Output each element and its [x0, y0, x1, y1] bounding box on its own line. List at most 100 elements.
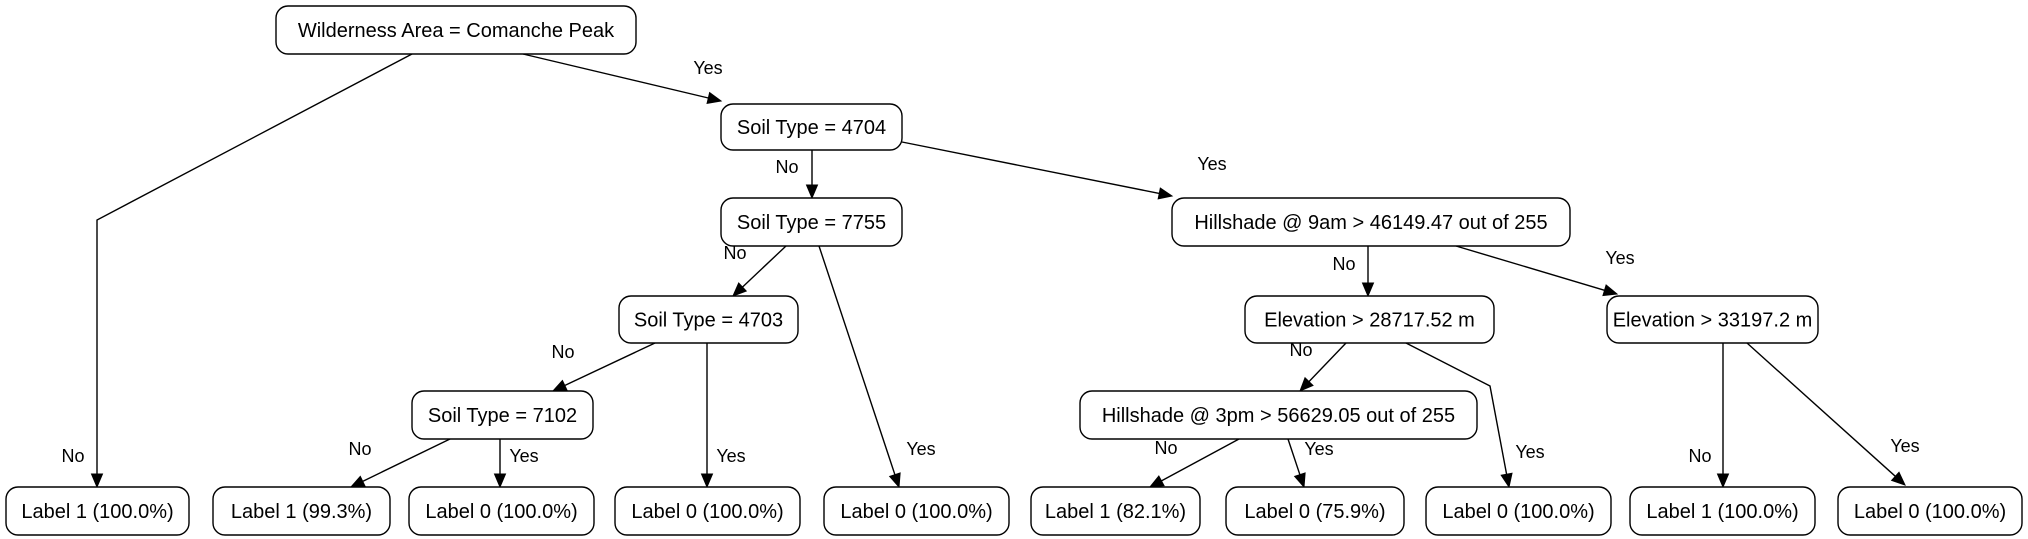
arrowhead	[90, 473, 104, 489]
node-label: Label 1 (82.1%)	[1045, 501, 1186, 523]
edge-label: No	[551, 342, 574, 362]
edge-label: Yes	[509, 446, 538, 466]
node-box	[1606, 295, 1819, 344]
edge-soil4703-to-leaf4: Yes	[700, 343, 746, 489]
edge-label: No	[1688, 446, 1711, 466]
node-label: Elevation > 28717.52 m	[1264, 310, 1475, 332]
decision-node-root: Wilderness Area = Comanche Peak	[275, 5, 637, 55]
node-box	[1425, 486, 1612, 536]
leaf-node-leaf8: Label 0 (100.0%)	[1425, 486, 1612, 536]
arrowhead	[805, 184, 819, 200]
edge-root-to-soil4704: Yes	[522, 53, 723, 104]
node-label: Label 1 (100.0%)	[1646, 501, 1798, 523]
arrowhead	[700, 473, 714, 489]
leaf-node-leaf1: Label 1 (100.0%)	[5, 486, 190, 536]
leaf-node-leaf3: Label 0 (100.0%)	[408, 486, 595, 536]
node-box	[408, 486, 595, 536]
edge-line	[1161, 438, 1240, 482]
edge-line	[1287, 438, 1301, 475]
edge-label: Yes	[1605, 248, 1634, 268]
node-box	[614, 486, 801, 536]
decision-node-hill3pm: Hillshade @ 3pm > 56629.05 out of 255	[1079, 390, 1478, 440]
decision-node-elev33197: Elevation > 33197.2 m	[1606, 295, 1819, 344]
arrowhead	[551, 379, 568, 392]
node-box	[1629, 486, 1816, 536]
node-box	[275, 5, 637, 55]
edge-label: No	[775, 157, 798, 177]
node-box	[1837, 486, 2023, 536]
edge-line	[1746, 342, 1896, 477]
node-label: Label 0 (100.0%)	[1442, 501, 1594, 523]
edge-label: Yes	[1890, 436, 1919, 456]
edge-line	[1308, 342, 1347, 383]
arrowhead	[1602, 284, 1619, 297]
node-box	[1030, 486, 1201, 536]
node-label: Label 0 (100.0%)	[425, 501, 577, 523]
edge-label: No	[1154, 438, 1177, 458]
edge-line	[1455, 245, 1605, 291]
node-label: Hillshade @ 3pm > 56629.05 out of 255	[1102, 405, 1455, 427]
edge-line	[564, 342, 656, 387]
decision-node-soil7755: Soil Type = 7755	[720, 197, 903, 247]
edge-elev28717-to-leaf8: Yes	[1405, 342, 1545, 489]
decision-node-soil4703: Soil Type = 4703	[618, 295, 799, 344]
edge-soil7102-to-leaf2: No	[348, 438, 451, 488]
edge-label: Yes	[1515, 442, 1544, 462]
arrowhead	[888, 472, 901, 489]
node-box	[720, 103, 903, 151]
edge-label: Yes	[1304, 439, 1333, 459]
edge-label: No	[723, 243, 746, 263]
node-box	[1244, 295, 1495, 344]
node-label: Soil Type = 7755	[737, 212, 886, 234]
leaf-node-leaf2: Label 1 (99.3%)	[212, 486, 391, 536]
arrowhead	[1716, 473, 1730, 489]
edge-line	[741, 245, 787, 288]
leaf-node-leaf6: Label 1 (82.1%)	[1030, 486, 1201, 536]
node-box	[823, 486, 1010, 536]
edge-label: Yes	[716, 446, 745, 466]
edge-soil4704-to-hill9am: Yes	[901, 141, 1227, 200]
node-box	[1171, 197, 1571, 247]
arrowhead	[1299, 376, 1314, 392]
node-label: Wilderness Area = Comanche Peak	[298, 20, 615, 42]
leaf-node-leaf10: Label 0 (100.0%)	[1837, 486, 2023, 536]
arrowhead	[1500, 472, 1513, 489]
decision-node-soil4704: Soil Type = 4704	[720, 103, 903, 151]
arrowhead	[1148, 475, 1165, 488]
node-label: Soil Type = 7102	[428, 405, 577, 427]
edge-hill9am-to-elev28717: No	[1332, 246, 1375, 298]
edge-hill9am-to-elev33197: Yes	[1455, 245, 1635, 297]
edge-hill3pm-to-leaf6: No	[1148, 438, 1240, 488]
node-label: Label 0 (100.0%)	[631, 501, 783, 523]
arrowhead	[1157, 187, 1174, 200]
node-box	[618, 295, 799, 344]
arrowhead	[1890, 471, 1906, 486]
edge-soil7755-to-leaf5: Yes	[818, 245, 936, 489]
node-box	[212, 486, 391, 536]
edge-root-to-leaf1: No	[61, 53, 413, 489]
edge-soil7755-to-soil4703: No	[723, 243, 787, 297]
edge-line	[362, 438, 451, 482]
decision-node-soil7102: Soil Type = 7102	[411, 390, 594, 440]
node-label: Hillshade @ 9am > 46149.47 out of 255	[1194, 212, 1547, 234]
edge-label: No	[1332, 254, 1355, 274]
node-box	[411, 390, 594, 440]
edge-soil4703-to-soil7102: No	[551, 342, 656, 392]
edge-line	[96, 53, 413, 474]
node-label: Label 0 (75.9%)	[1244, 501, 1385, 523]
arrowhead	[349, 475, 366, 488]
leaf-node-leaf5: Label 0 (100.0%)	[823, 486, 1010, 536]
node-label: Elevation > 33197.2 m	[1613, 310, 1813, 332]
edge-label: No	[348, 439, 371, 459]
arrowhead	[1293, 472, 1306, 489]
arrowhead	[493, 473, 507, 489]
node-label: Label 0 (100.0%)	[1854, 501, 2006, 523]
node-label: Label 1 (100.0%)	[21, 501, 173, 523]
leaf-node-leaf4: Label 0 (100.0%)	[614, 486, 801, 536]
edge-label: Yes	[1197, 154, 1226, 174]
edge-line	[901, 141, 1160, 195]
edge-line	[1405, 342, 1508, 475]
